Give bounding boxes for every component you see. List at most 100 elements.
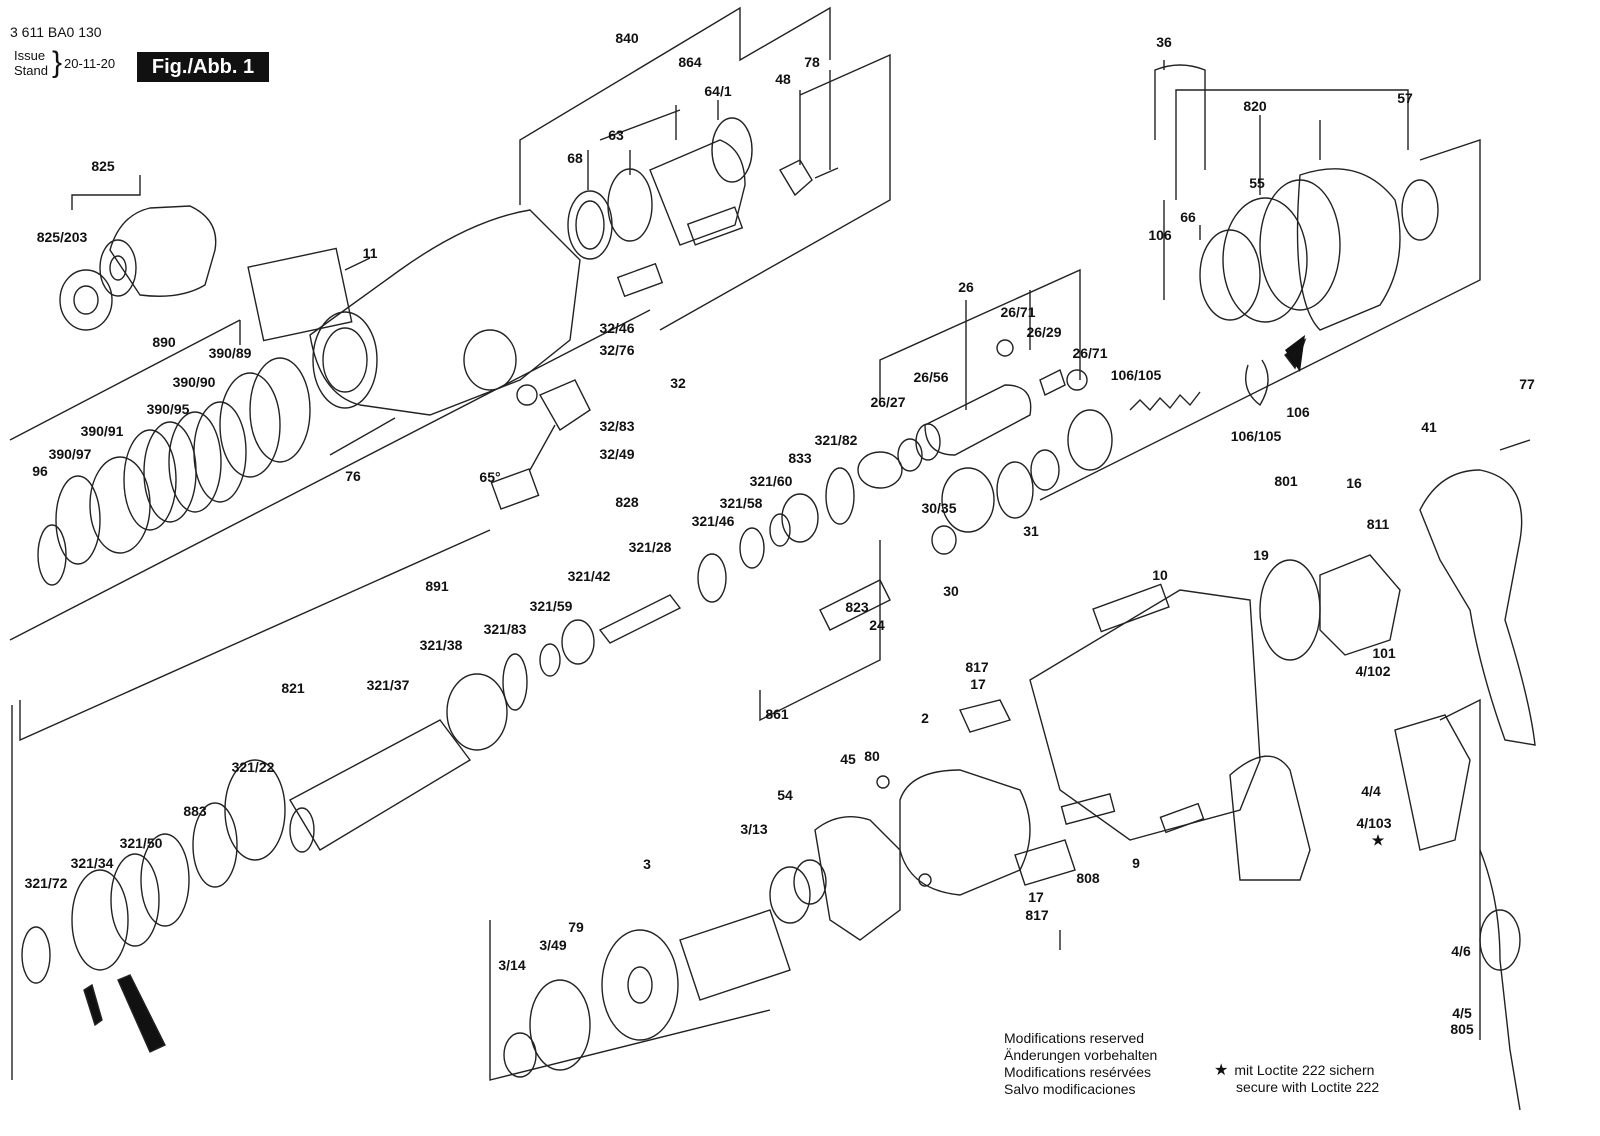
part-label: 26: [958, 279, 974, 295]
brush-holder-and-switch: [1259, 554, 1521, 1111]
part-label: 30/35: [921, 500, 956, 516]
part-label: 32: [670, 375, 686, 391]
part-label: ★: [1372, 832, 1385, 848]
part-label: 390/90: [173, 374, 216, 390]
part-label: 17: [1028, 889, 1044, 905]
loctite-note-de: mit Loctite 222 sichern: [1234, 1062, 1375, 1078]
part-label: 11: [363, 245, 378, 261]
part-label: 321/59: [530, 598, 573, 614]
part-label: 106/105: [1111, 367, 1162, 383]
part-label: 823: [845, 599, 869, 615]
part-label: 321/83: [484, 621, 527, 637]
part-label: 321/28: [629, 539, 672, 555]
part-label: 321/34: [71, 855, 114, 871]
document-number: 3 611 BA0 130: [10, 24, 102, 40]
part-label: 76: [345, 468, 361, 484]
part-label: 890: [152, 334, 176, 350]
part-label: 77: [1519, 376, 1535, 392]
loctite-note-en: secure with Loctite 222: [1236, 1079, 1380, 1095]
part-label: 840: [615, 30, 639, 46]
note-line: Änderungen vorbehalten: [1004, 1047, 1158, 1063]
part-label: 3/14: [498, 957, 525, 973]
bracket-lines: [9, 6, 1481, 1081]
rear-handle: [1419, 439, 1536, 746]
piston-assembly: [819, 339, 1113, 631]
part-label: 16: [1346, 475, 1362, 491]
part-label: 828: [615, 494, 639, 510]
part-label: 106/105: [1231, 428, 1282, 444]
part-label: 321/22: [232, 759, 275, 775]
pointer-arrow: [1285, 335, 1305, 372]
note-line: Modifications reserved: [1004, 1030, 1145, 1046]
issue-label: Issue Stand: [14, 48, 48, 78]
part-label: 321/72: [25, 875, 68, 891]
part-label: 57: [1397, 90, 1413, 106]
part-label: 4/6: [1451, 943, 1471, 959]
modifications-notes: Modifications reserved Änderungen vorbeh…: [1004, 1030, 1157, 1098]
part-label: 32/76: [599, 342, 634, 358]
issue-date: 20-11-20: [64, 56, 116, 71]
parts-drawing: [9, 6, 1536, 1111]
part-label: 321/38: [420, 637, 463, 653]
part-label: 2: [921, 710, 929, 726]
issue-label-en: Issue: [14, 48, 46, 63]
part-label: 321/42: [568, 568, 611, 584]
part-label: 106: [1148, 227, 1172, 243]
part-label: 808: [1076, 870, 1100, 886]
part-label: 390/97: [49, 446, 92, 462]
part-label: 825/203: [37, 229, 88, 245]
part-label: 321/60: [750, 473, 793, 489]
gear-housing: [247, 209, 581, 416]
part-label: 3: [643, 856, 651, 872]
part-label: 9: [1132, 855, 1140, 871]
part-label: 45: [840, 751, 856, 767]
part-label: 26/71: [1072, 345, 1107, 361]
drill-chuck-parts: [37, 205, 396, 586]
part-label: 26/56: [913, 369, 948, 385]
part-label: 4/103: [1356, 815, 1391, 831]
part-label: 833: [788, 450, 812, 466]
part-label: 4/102: [1355, 663, 1390, 679]
part-label: 66: [1180, 209, 1196, 225]
impact-mechanism-parts: [490, 117, 839, 510]
part-label: 10: [1152, 567, 1168, 583]
part-label: 26/29: [1026, 324, 1061, 340]
part-label: 4/4: [1361, 783, 1381, 799]
part-label: 390/91: [81, 423, 124, 439]
part-label: 390/89: [209, 345, 252, 361]
part-label: 96: [32, 463, 48, 479]
part-label: 30: [943, 583, 959, 599]
part-label: 3/13: [740, 821, 767, 837]
motor-housing: [1029, 583, 1311, 881]
part-label: 820: [1243, 98, 1267, 114]
part-label: 48: [775, 71, 791, 87]
part-label: 63: [608, 127, 624, 143]
part-label: 801: [1274, 473, 1298, 489]
motor-field-and-armature: [503, 699, 1076, 1078]
part-label: 79: [568, 919, 584, 935]
part-label: 64/1: [704, 83, 731, 99]
part-label: 24: [869, 617, 885, 633]
part-label: 55: [1249, 175, 1265, 191]
part-label: 321/50: [120, 835, 163, 851]
part-label: 321/58: [720, 495, 763, 511]
part-label: 3/49: [539, 937, 566, 953]
part-label: 36: [1156, 34, 1172, 50]
part-label: 106: [1286, 404, 1310, 420]
part-label: 78: [804, 54, 820, 70]
part-label: 821: [281, 680, 305, 696]
part-label: 883: [183, 803, 207, 819]
brace-glyph: }: [52, 46, 63, 79]
part-label: 864: [678, 54, 702, 70]
part-label: 32/46: [599, 320, 634, 336]
star-icon: ★: [1214, 1062, 1229, 1079]
part-label: 41: [1421, 419, 1437, 435]
spindle-assembly: [21, 467, 855, 1053]
part-label: 68: [567, 150, 583, 166]
part-label: 65°: [479, 469, 500, 485]
part-label: 817: [965, 659, 989, 675]
note-line: Modifications resérvées: [1004, 1064, 1152, 1080]
part-label: 17: [970, 676, 986, 692]
